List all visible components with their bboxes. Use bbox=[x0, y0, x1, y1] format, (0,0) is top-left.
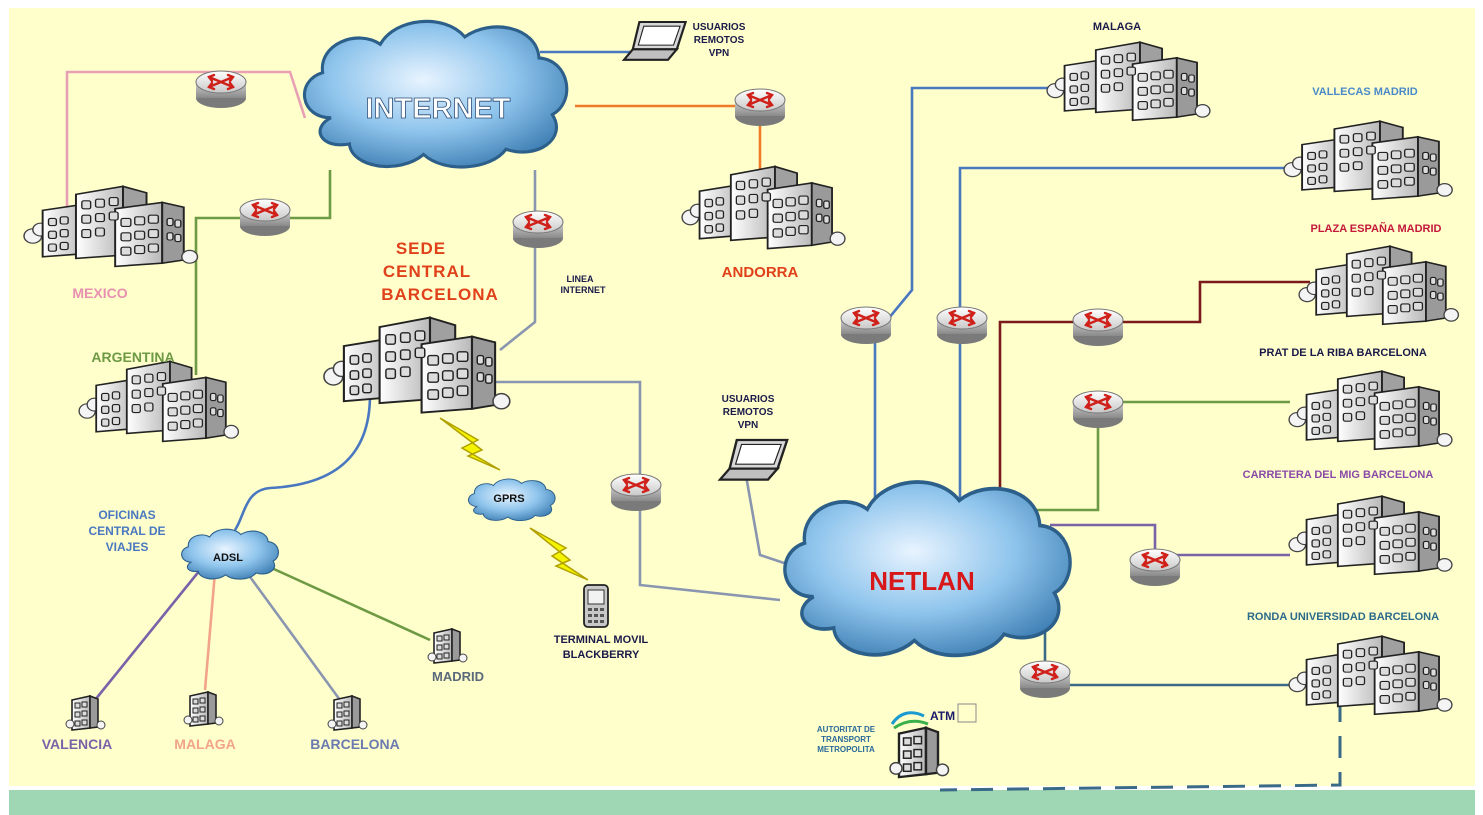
text-labels: USUARIOS REMOTOS VPN SEDE CENTRAL BARCELONA LI… bbox=[42, 21, 1442, 754]
label-usuarios-remotos-top-line-1: USUARIOS bbox=[693, 22, 746, 33]
diagram-background bbox=[9, 8, 1475, 786]
blackberry-icon bbox=[583, 584, 609, 628]
router-icon-vallecas bbox=[935, 305, 989, 346]
label-sede-central-line-1: SEDE bbox=[396, 239, 446, 258]
router-icon-carretera bbox=[1128, 547, 1182, 588]
footer-bar bbox=[9, 790, 1475, 815]
lightning-icon bbox=[439, 417, 501, 471]
router-icon-argentina bbox=[238, 197, 292, 238]
atm-logo-text: ATM bbox=[930, 709, 955, 723]
label-barcelona: BARCELONA bbox=[310, 736, 399, 752]
label-argentina: ARGENTINA bbox=[91, 349, 174, 365]
label-autoritat-line-2: TRANSPORT bbox=[821, 735, 871, 744]
label-valencia: VALENCIA bbox=[42, 736, 113, 752]
label-usuarios-remotos-top-line-2: REMOTOS bbox=[694, 35, 745, 46]
label-terminal-movil-line-1: TERMINAL MOVIL bbox=[554, 634, 649, 646]
adsl-label: ADSL bbox=[213, 552, 243, 564]
link-adsl-barcelona bbox=[243, 569, 342, 701]
label-usuarios-remotos-mid-line-1: USUARIOS bbox=[722, 394, 775, 405]
link-plaza-espana bbox=[998, 280, 1310, 500]
router-icon-linea-internet bbox=[511, 209, 565, 250]
netlan-label: NETLAN bbox=[869, 566, 974, 596]
link-atm-dashed bbox=[939, 700, 1342, 792]
label-prat: PRAT DE LA RIBA BARCELONA bbox=[1259, 347, 1427, 359]
router-icon-mexico bbox=[194, 69, 248, 110]
gprs-label: GPRS bbox=[493, 493, 524, 505]
link-mexico bbox=[65, 70, 307, 210]
lightning-icon bbox=[529, 527, 589, 581]
label-autoritat-line-3: METROPOLITA bbox=[817, 745, 875, 754]
label-usuarios-remotos-mid-line-3: VPN bbox=[738, 420, 759, 431]
label-usuarios-remotos-top-line-3: VPN bbox=[709, 48, 730, 59]
label-malaga-small: MALAGA bbox=[174, 736, 235, 752]
router-icon-ronda bbox=[1018, 659, 1072, 700]
router-icon-malaga bbox=[839, 305, 893, 346]
label-madrid: MADRID bbox=[432, 669, 484, 684]
link-carretera bbox=[1050, 523, 1290, 557]
label-sede-central-line-2: CENTRAL bbox=[383, 262, 471, 281]
label-oficinas-line-3: VIAJES bbox=[106, 540, 149, 554]
label-plaza-espana: PLAZA ESPAÑA MADRID bbox=[1311, 222, 1442, 235]
link-sede-adsl bbox=[233, 394, 372, 531]
label-sede-central-line-3: BARCELONA bbox=[381, 285, 499, 304]
link-vallecas bbox=[958, 166, 1290, 515]
label-oficinas-line-1: OFICINAS bbox=[98, 508, 155, 522]
router-icon-plaza-espana bbox=[1071, 307, 1125, 348]
internet-label: INTERNET bbox=[366, 93, 511, 125]
label-oficinas-line-2: CENTRAL DE bbox=[88, 524, 165, 538]
link-malaga bbox=[873, 86, 1060, 515]
label-mexico: MEXICO bbox=[72, 285, 127, 301]
router-icon-prat bbox=[1071, 389, 1125, 430]
label-linea-internet-line-1: LINEA bbox=[567, 274, 595, 284]
link-adsl-valencia bbox=[93, 569, 202, 701]
router-icon-andorra bbox=[733, 87, 787, 128]
link-prat bbox=[1030, 400, 1290, 512]
label-usuarios-remotos-mid-line-2: REMOTOS bbox=[723, 407, 774, 418]
link-adsl-madrid bbox=[264, 563, 431, 642]
router-icon-sede-netlan bbox=[609, 472, 663, 513]
label-terminal-movil-line-2: BLACKBERRY bbox=[563, 649, 640, 661]
atm-logo: ATM bbox=[890, 703, 977, 730]
label-autoritat-line-1: AUTORITAT DE bbox=[817, 725, 876, 734]
label-andorra: ANDORRA bbox=[722, 264, 799, 281]
label-vallecas: VALLECAS MADRID bbox=[1312, 86, 1418, 98]
label-carretera: CARRETERA DEL MIG BARCELONA bbox=[1243, 469, 1434, 481]
label-malaga: MALAGA bbox=[1093, 21, 1141, 33]
link-vpn-mid bbox=[743, 469, 791, 567]
label-linea-internet-line-2: INTERNET bbox=[561, 285, 607, 295]
link-adsl-malaga bbox=[203, 571, 217, 691]
label-ronda: RONDA UNIVERSIDAD BARCELONA bbox=[1247, 611, 1439, 623]
